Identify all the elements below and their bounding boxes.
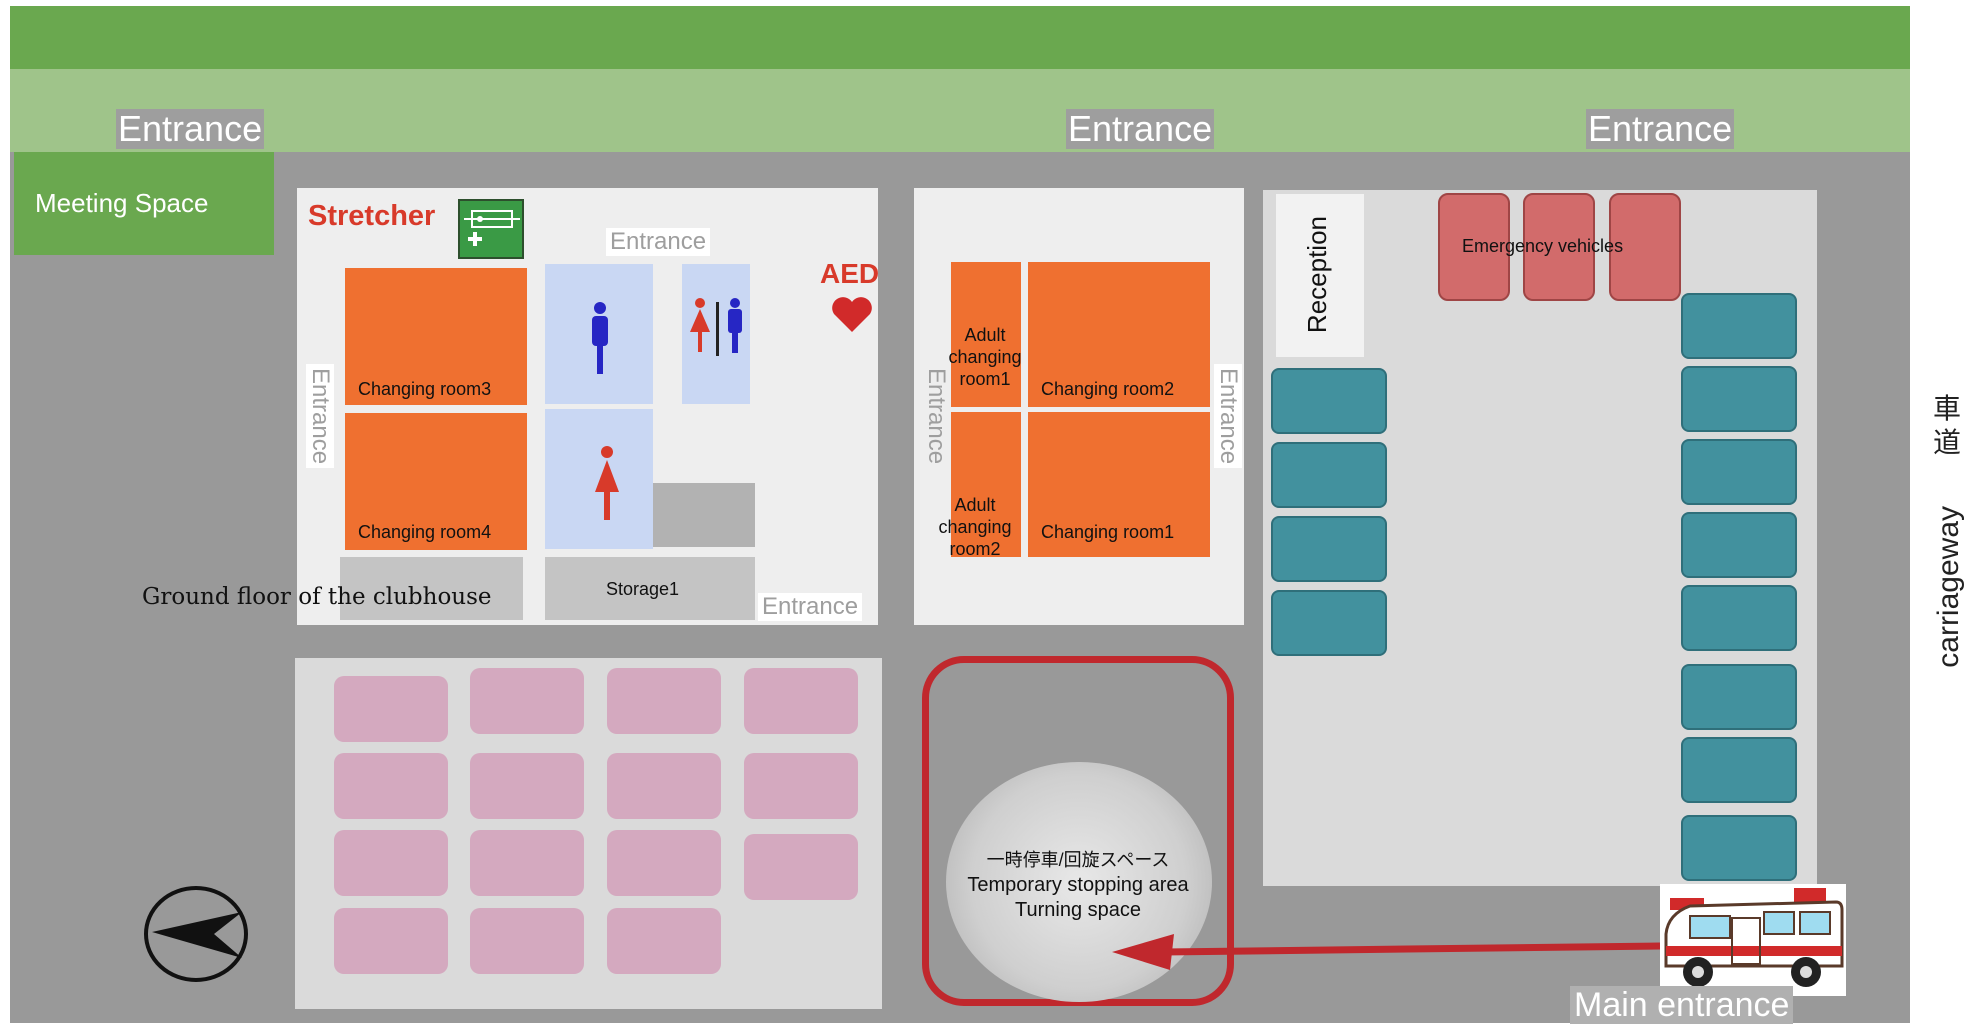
turning-space-boundary: [922, 656, 1234, 1006]
meeting-space: [14, 152, 274, 255]
changing-room4-label: Changing room4: [358, 522, 492, 542]
compass-arrow-icon: [142, 884, 250, 984]
clubhouse-building: [297, 188, 878, 625]
meeting-space-label: Meeting Space: [35, 188, 209, 218]
parking-slot-pink: [470, 668, 584, 734]
clubhouse-entrance-bottom-right: Entrance: [758, 593, 863, 621]
carriageway-jp-label: 車道: [1933, 393, 1962, 458]
parking-slot-teal: [1681, 293, 1797, 359]
storage1-label: Storage1: [606, 579, 680, 599]
parking-slot-pink: [607, 830, 721, 896]
male-icon: [588, 302, 612, 374]
parking-slot-pink: [607, 753, 721, 819]
parking-slot-pink: [607, 908, 721, 974]
turning-space-jp: 一時停車/回旋スペース: [986, 850, 1170, 870]
parking-slot-pink: [334, 908, 448, 974]
parking-slot-teal: [1681, 512, 1797, 578]
storage-left: [340, 557, 523, 620]
parking-slot-teal: [1681, 815, 1797, 881]
carriageway-en-label: carriageway: [1932, 506, 1965, 668]
parking-slot-teal: [1681, 664, 1797, 730]
changing-room3: [345, 268, 527, 405]
reception-box: [1276, 194, 1364, 357]
parking-slot-pink: [744, 753, 858, 819]
parking-slot-teal: [1271, 442, 1387, 508]
parking-slot-pink: [744, 668, 858, 734]
emergency-vehicle-slot: [1523, 193, 1595, 301]
female-icon: [592, 446, 622, 520]
turning-space-en1: Temporary stopping area: [967, 874, 1189, 896]
adult-changing-room2-label: Adult changing room2: [938, 495, 1012, 559]
changing-room2-label: Changing room2: [1041, 379, 1175, 399]
annex-entrance-left: Entrance: [922, 364, 950, 469]
adult-changing-room1: [951, 262, 1021, 407]
parking-slot-pink: [334, 676, 448, 742]
ambulance-icon: [1660, 884, 1846, 996]
annex-entrance-right: Entrance: [1214, 364, 1242, 469]
small-storage: [653, 483, 755, 547]
adult-changing-room1-label: Adult changing room1: [948, 325, 1022, 389]
clubhouse-entrance-left: Entrance: [306, 364, 334, 469]
storage1: [545, 557, 755, 620]
route-arrow: [1104, 920, 1664, 980]
aed-label: AED: [820, 258, 880, 289]
parking-slot-pink: [607, 668, 721, 734]
parking-slot-teal: [1681, 366, 1797, 432]
entrance-top-right: Entrance: [1586, 108, 1735, 149]
changing-room1-label: Changing room1: [1041, 522, 1175, 542]
parking-slot-teal: [1681, 585, 1797, 651]
stretcher-icon: [458, 199, 524, 259]
changing-room3-label: Changing room3: [358, 379, 492, 399]
parking-slot-teal: [1681, 439, 1797, 505]
stretcher-label: Stretcher: [308, 200, 436, 232]
unisex-toilet-icon: [688, 298, 746, 358]
heart-icon: [830, 294, 874, 334]
parking-slot-pink: [470, 753, 584, 819]
changing-room2: [1028, 262, 1210, 407]
parking-slot-teal: [1271, 516, 1387, 582]
womens-toilet: [545, 409, 653, 549]
changing-room4: [345, 413, 527, 550]
emergency-vehicle-slot: [1438, 193, 1510, 301]
parking-slot-pink: [744, 834, 858, 900]
turning-space-en2: Turning space: [1015, 899, 1141, 921]
entrance-top-left: Entrance: [116, 108, 265, 149]
parking-slot-pink: [470, 830, 584, 896]
clubhouse-entrance-top: Entrance: [606, 228, 711, 256]
changing-room1: [1028, 412, 1210, 557]
parking-slot-teal: [1271, 590, 1387, 656]
parking-slot-teal: [1681, 737, 1797, 803]
emergency-vehicle-slot: [1609, 193, 1681, 301]
emergency-vehicles-label: Emergency vehicles: [1462, 236, 1624, 256]
parking-slot-pink: [334, 830, 448, 896]
main-entrance-label: Main entrance: [1570, 986, 1794, 1024]
entrance-top-middle: Entrance: [1066, 108, 1215, 149]
parking-slot-pink: [334, 753, 448, 819]
clubhouse-caption: Ground floor of the clubhouse: [142, 584, 492, 610]
top-green-band: [10, 6, 1910, 69]
reception-label: Reception: [1302, 216, 1332, 334]
parking-slot-teal: [1271, 368, 1387, 434]
adult-changing-room2: [951, 412, 1021, 557]
parking-slot-pink: [470, 908, 584, 974]
